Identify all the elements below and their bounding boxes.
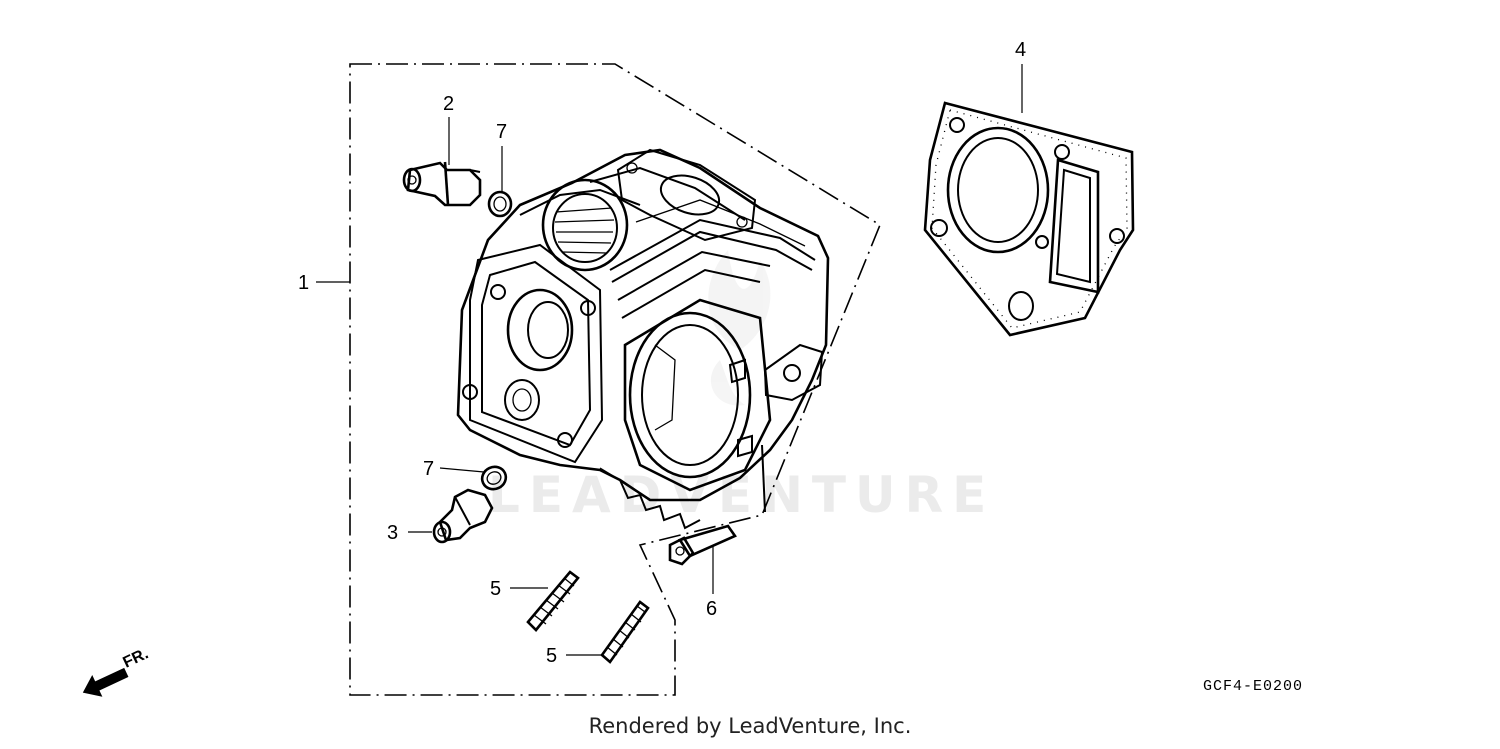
callout-3[interactable]: 3 — [387, 522, 398, 544]
callout-2[interactable]: 2 — [443, 93, 454, 115]
o-ring-part-7-upper-drawing — [487, 190, 513, 218]
callout-7-upper[interactable]: 7 — [496, 121, 507, 143]
fitting-part-3-drawing — [432, 488, 494, 544]
callout-5-lower[interactable]: 5 — [546, 645, 557, 667]
callout-5-upper[interactable]: 5 — [490, 578, 501, 600]
cylinder-head-drawing — [456, 148, 830, 530]
callout-1[interactable]: 1 — [298, 272, 309, 294]
stud-part-5-lower-drawing — [600, 600, 650, 664]
callout-7-lower[interactable]: 7 — [423, 458, 434, 480]
gasket-part-4-drawing — [923, 101, 1135, 337]
bolt-part-6-drawing — [668, 524, 737, 566]
callout-4[interactable]: 4 — [1015, 39, 1026, 61]
o-ring-part-7-lower-drawing — [480, 465, 508, 491]
assembly-boundary — [349, 63, 881, 696]
front-indicator-label: FR. — [121, 645, 152, 671]
front-arrow-icon — [82, 667, 129, 697]
callout-6[interactable]: 6 — [706, 598, 717, 620]
fitting-part-2-drawing — [402, 161, 482, 207]
stud-part-5-upper-drawing — [526, 570, 580, 632]
watermark-text: LEADVENTURE — [488, 466, 995, 524]
diagram-code: GCF4-E0200 — [1203, 678, 1303, 695]
footer-credit: Rendered by LeadVenture, Inc. — [588, 714, 912, 738]
